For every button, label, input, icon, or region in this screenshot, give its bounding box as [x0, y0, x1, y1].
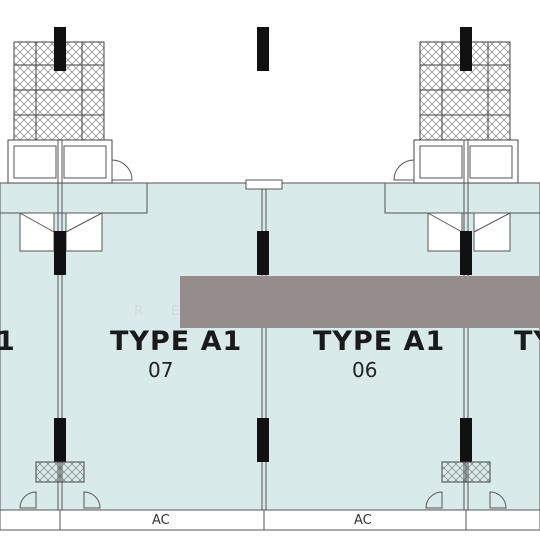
- overlay-bar: [180, 276, 540, 328]
- ac-label-07: AC: [152, 513, 170, 528]
- kitchen-block-left: [19, 212, 103, 252]
- partial-unit-label-right: TY: [514, 326, 540, 357]
- service-core-right: [393, 41, 519, 184]
- ac-ledge: [0, 509, 540, 531]
- unit-number-06: 06: [352, 358, 378, 382]
- partial-unit-label-left: 1: [0, 326, 16, 357]
- entrance-core-left: [19, 461, 101, 509]
- ac-label-06: AC: [354, 513, 372, 528]
- faint-watermark-text: R E: [134, 304, 192, 319]
- unit-type-label-07: TYPE A1: [110, 326, 243, 357]
- kitchen-block-right: [427, 212, 511, 252]
- ledge-right: [384, 182, 540, 214]
- corridor-opening: [245, 179, 283, 190]
- unit-type-label-06: TYPE A1: [313, 326, 446, 357]
- ledge-left: [0, 182, 148, 214]
- entrance-core-right: [425, 461, 507, 509]
- structural-columns: [54, 27, 472, 462]
- service-core-left: [7, 41, 133, 184]
- unit-number-07: 07: [148, 358, 174, 382]
